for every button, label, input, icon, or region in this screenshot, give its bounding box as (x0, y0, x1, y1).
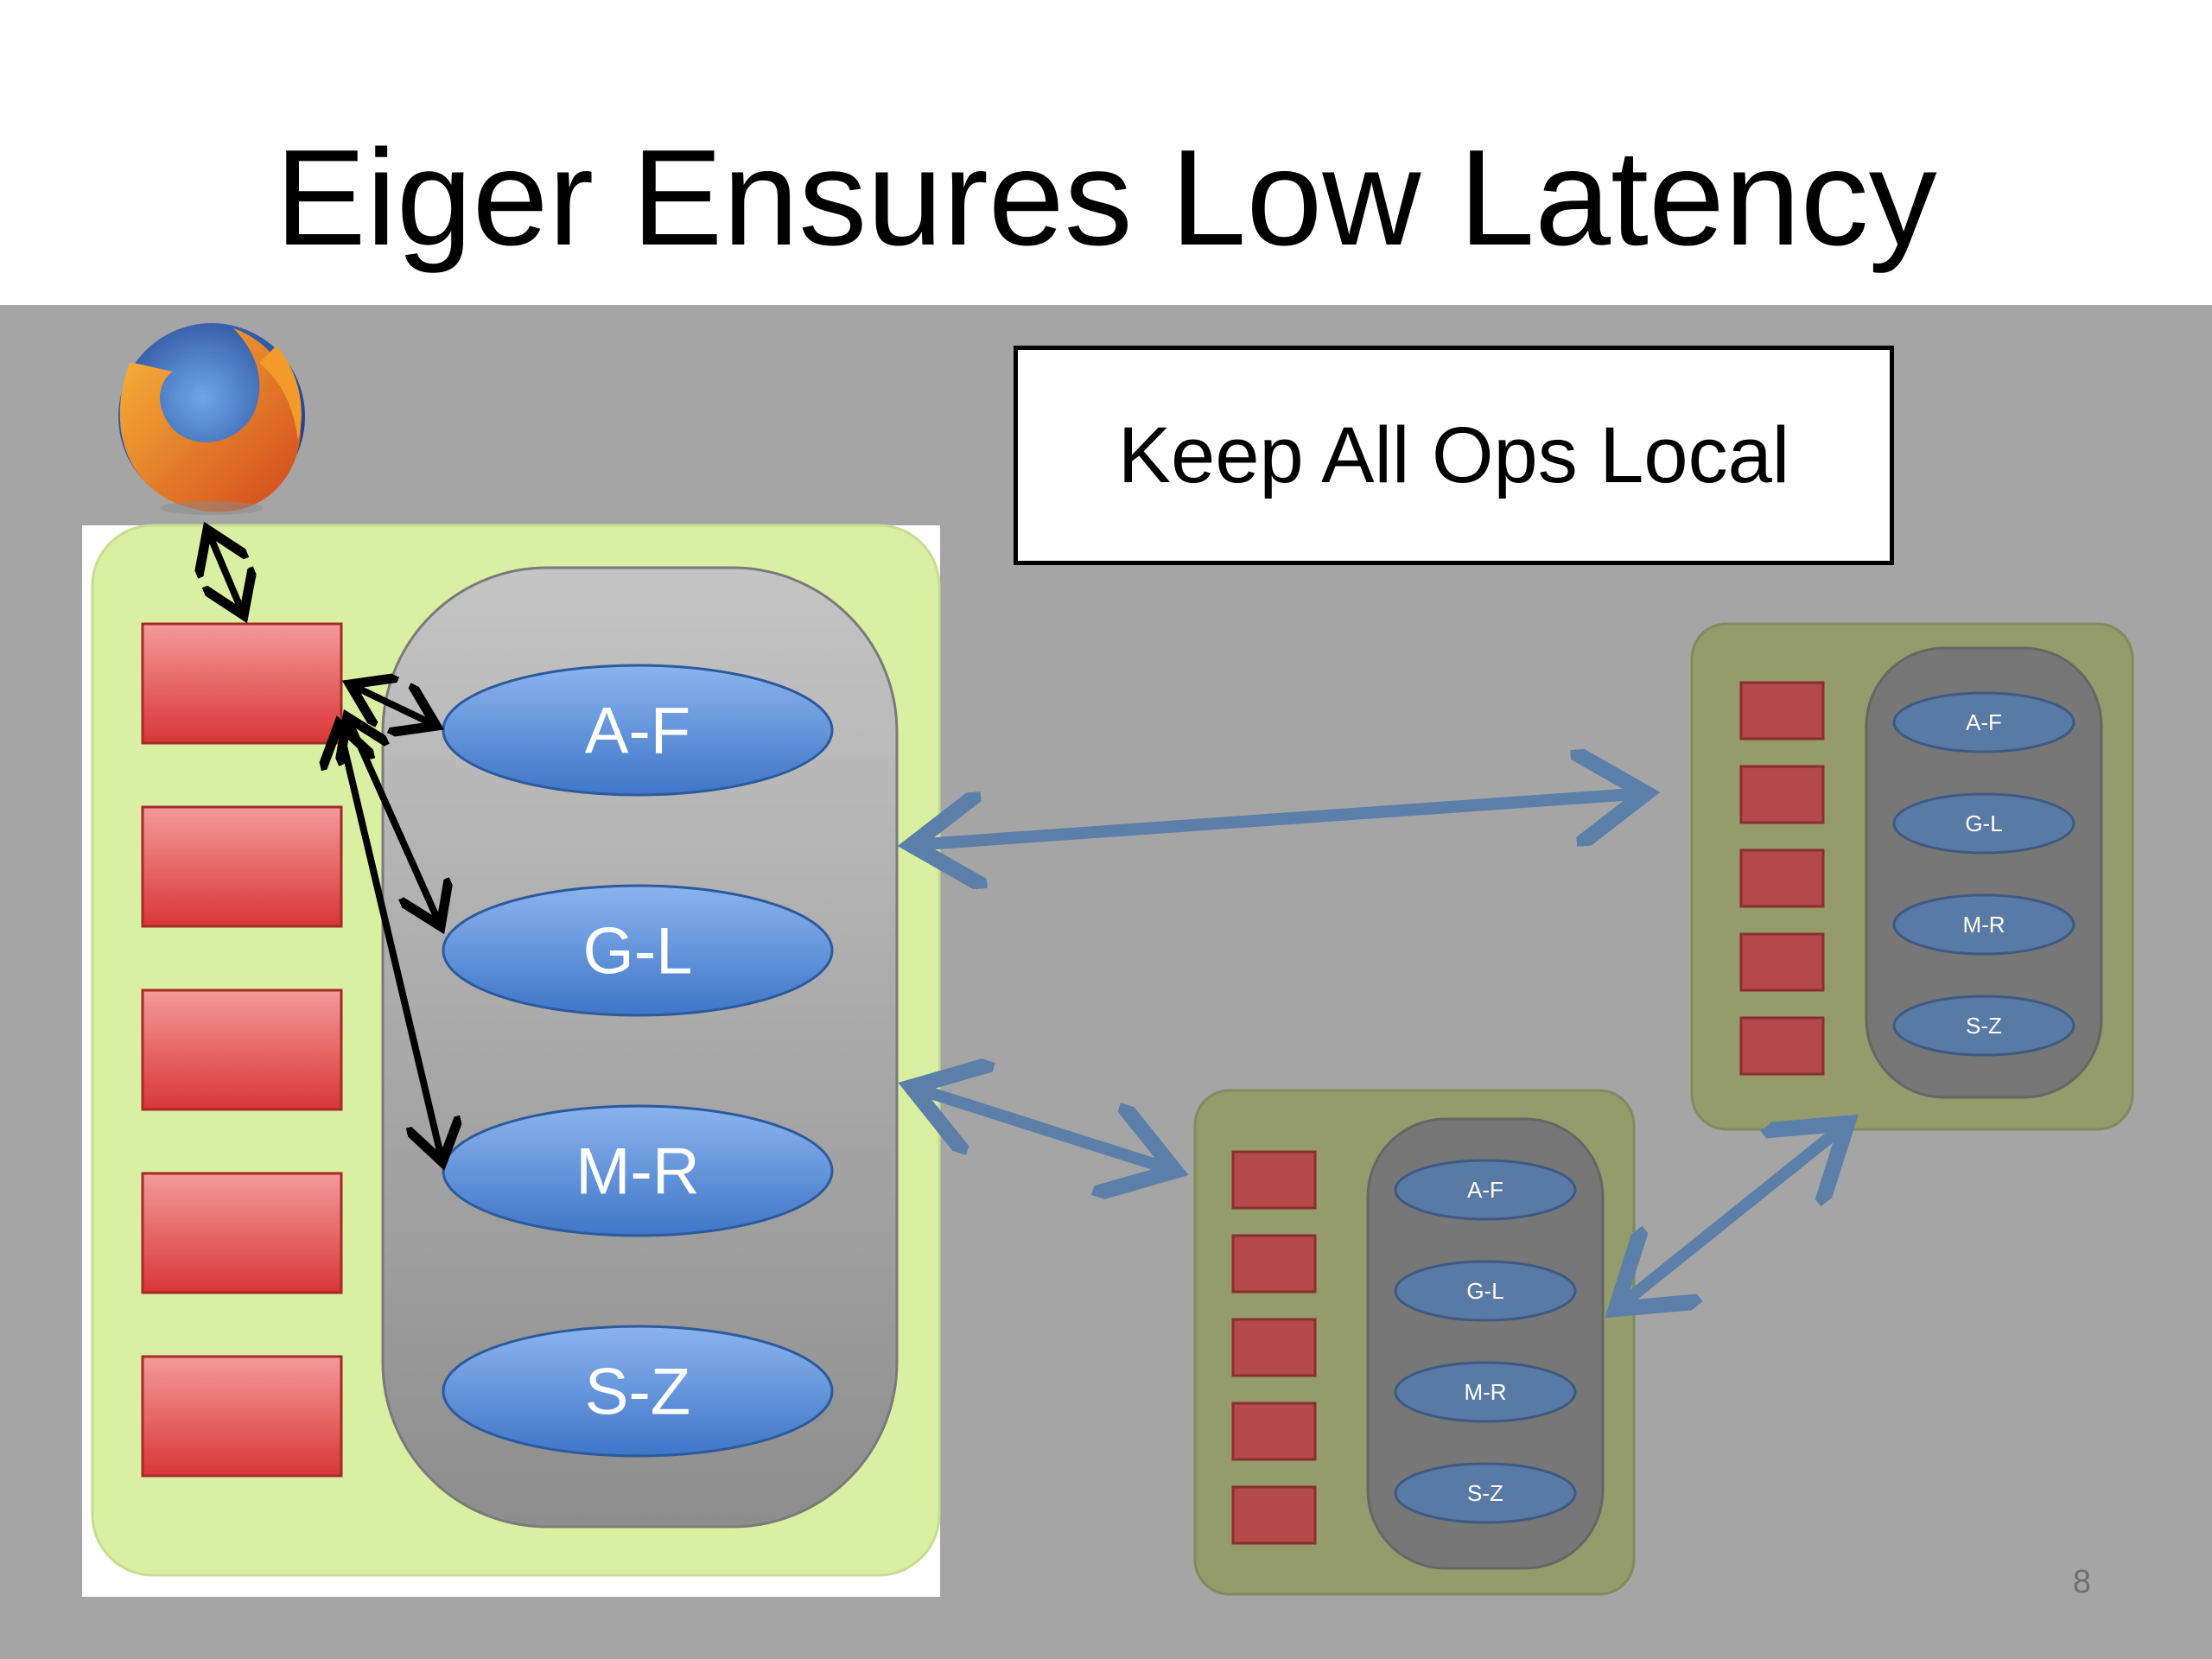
local-client-box (141, 988, 343, 1111)
local-partition-s-z (442, 1325, 834, 1458)
local-partition-label: S-Z (585, 1356, 690, 1429)
callout-box: Keep All Ops Local (1014, 346, 1894, 565)
remote-bottom-client-box (1231, 1485, 1317, 1545)
callout-text: Keep All Ops Local (1117, 410, 1790, 499)
replication-arrows (912, 793, 1847, 1309)
slide-title: Eiger Ensures Low Latency (275, 122, 1937, 274)
remote-top-partition-g-l (1892, 792, 2075, 855)
local-partition-m-r (442, 1104, 834, 1237)
browser-client-arrow (207, 530, 244, 615)
remote-top-partition-a-f (1892, 691, 2075, 753)
remote-bottom-partition-m-r (1394, 1361, 1577, 1423)
remote-bottom-partition-g-l (1394, 1260, 1577, 1322)
remote-top-client-box (1739, 681, 1825, 741)
local-access-arrows (207, 530, 442, 1162)
replication-arrow-local-bottom (912, 1087, 1175, 1171)
replication-arrow-local-top (912, 793, 1646, 845)
remote-bottom-client-box (1231, 1234, 1317, 1294)
remote-top-client-box (1739, 932, 1825, 992)
remote-top-partition-m-r (1892, 893, 2075, 956)
remote-top-partition-s-z (1892, 995, 2075, 1057)
remote-datacenter-bottom: A-F G-L M-R S-Z (1193, 1089, 1636, 1596)
local-client-box (141, 805, 343, 928)
remote-bottom-partition-label: A-F (1467, 1177, 1503, 1203)
local-partition-label: G-L (583, 915, 693, 988)
remote-top-partition-label: G-L (1965, 810, 2002, 836)
remote-bottom-partition-label: G-L (1466, 1278, 1503, 1304)
remote-top-client-box (1739, 765, 1825, 824)
remote-top-client-box (1739, 849, 1825, 908)
remote-top-client-box (1739, 1016, 1825, 1076)
remote-datacenter-top: A-F G-L M-R S-Z (1690, 622, 2134, 1131)
remote-top-partition-label: S-Z (1966, 1013, 2002, 1039)
firefox-icon (118, 323, 305, 515)
remote-top-partition-label: M-R (1962, 912, 2005, 938)
local-partition-label: A-F (585, 695, 690, 768)
remote-top-storage-cluster (1865, 646, 2103, 1099)
remote-bottom-client-box (1231, 1318, 1317, 1377)
remote-bottom-partition-label: M-R (1464, 1379, 1506, 1405)
local-client-box (141, 1355, 343, 1478)
remote-bottom-storage-cluster (1366, 1117, 1605, 1570)
local-client-box (141, 1172, 343, 1294)
replication-arrow-bottom-top (1616, 1123, 1847, 1309)
remote-bottom-client-box (1231, 1402, 1317, 1461)
local-partition-label: M-R (575, 1135, 700, 1209)
client-mr-arrow (339, 724, 442, 1162)
remote-bottom-partition-label: S-Z (1467, 1480, 1503, 1506)
remote-bottom-partition-a-f (1394, 1159, 1577, 1221)
local-client-box (141, 622, 343, 745)
page-number: 8 (2072, 1564, 2091, 1600)
remote-bottom-partition-s-z (1394, 1462, 1577, 1524)
remote-top-partition-label: A-F (1966, 709, 2002, 735)
remote-bottom-client-box (1231, 1150, 1317, 1210)
